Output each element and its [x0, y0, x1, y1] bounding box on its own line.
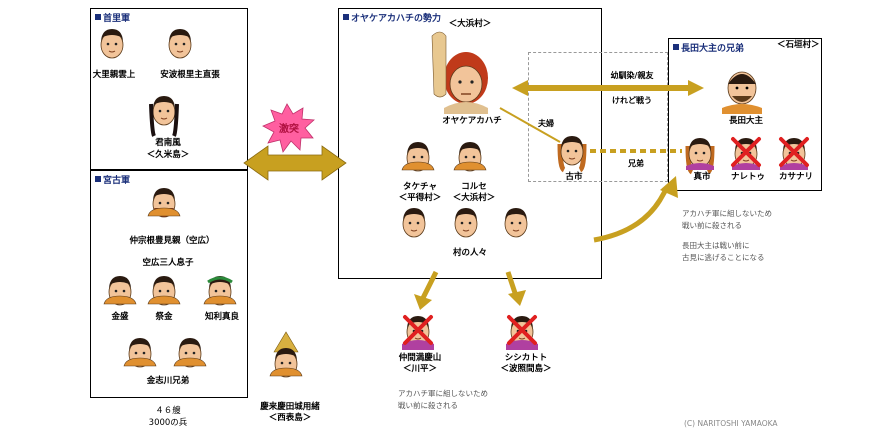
- miyako-son-2: 祭金: [155, 312, 173, 322]
- oyake-leader-label: オヤケアカハチ: [442, 116, 502, 126]
- nakama-name: 仲間満慶山: [398, 353, 442, 363]
- couple-label: 夫婦: [538, 119, 554, 128]
- nagata-origin-label: ＜石垣村＞: [777, 40, 820, 50]
- nagata-sibling-3: カサナリ: [778, 172, 814, 182]
- nagata-note-line-2: 戦い前に殺される: [682, 221, 742, 230]
- clash-label: 激突: [279, 124, 299, 135]
- nagata-note-line-3: 長田大主は戦い前に: [682, 241, 750, 250]
- shishikato-origin: ＜波照間島＞: [500, 364, 552, 374]
- copyright-credit: (C) NARITOSHI YAMAOKA: [684, 419, 778, 428]
- korse-label: コルセ: [461, 182, 487, 192]
- note-curve-arrow: [593, 184, 671, 243]
- shishikato-name: シシカトト: [504, 353, 548, 363]
- nagata-note: アカハチ軍に組しないため 戦い前に殺される 長田大主は戦い前に 古見に逃げること…: [682, 208, 772, 264]
- korse-origin: ＜大浜村＞: [452, 193, 496, 203]
- relation-line-1: 幼馴染/親友: [610, 71, 654, 80]
- villagers-label: 村の人々: [452, 248, 488, 258]
- shuri-army-title: 首里軍: [95, 11, 130, 24]
- shuri-person-2: 安波根里主直張: [160, 70, 220, 80]
- nagata-leader-label: 長田大主: [728, 116, 764, 126]
- nagata-note-line-1: アカハチ軍に組しないため: [682, 209, 772, 218]
- brothers-label: 兄弟: [628, 159, 644, 168]
- miyako-leader-label: 仲宗根豊見親（空広）: [129, 236, 215, 246]
- miyako-son-3: 知利真良: [204, 312, 240, 322]
- kiraikira-name: 慶来慶田城用緒: [260, 402, 320, 412]
- oyake-faction-title: オヤケアカハチの勢力: [343, 11, 441, 24]
- kiraikira-origin: ＜西表島＞: [268, 413, 312, 423]
- miyako-sons-heading: 空広三人息子: [142, 258, 194, 268]
- down-arrow-right: [505, 271, 519, 297]
- nagata-sibling-1: 真市: [693, 172, 711, 182]
- koichi-label: 古市: [565, 172, 583, 182]
- oyake-origin: ＜大浜村＞: [448, 19, 492, 29]
- bottom-note-line-2: 戦い前に殺される: [398, 401, 458, 410]
- bottom-note-line-1: アカハチ軍に組しないため: [398, 389, 488, 398]
- miyako-son-1: 金盛: [111, 312, 129, 322]
- nakama-origin: ＜川平＞: [402, 364, 438, 374]
- shuri-person-3-origin: ＜久米島＞: [146, 150, 190, 160]
- nagata-brothers-title: 長田大主の兄弟: [673, 41, 744, 54]
- club: [431, 31, 447, 98]
- takecha-label: タケチャ: [403, 182, 437, 192]
- miyako-soldiers: 3000の兵: [148, 418, 188, 428]
- dashed-region: [528, 52, 668, 182]
- couple-line: [499, 107, 561, 143]
- shuri-person-1: 大里親雲上: [92, 70, 136, 80]
- shuri-person-3: 君南風: [155, 138, 181, 148]
- friend-double-arrow: [512, 80, 704, 96]
- relation-line-2: けれど戦う: [612, 96, 652, 105]
- miyako-army-title: 宮古軍: [95, 173, 130, 186]
- nagata-note-line-4: 古見に逃げることになる: [682, 253, 765, 262]
- miyako-ships: ４６艘: [155, 406, 181, 416]
- clash-burst: [262, 103, 315, 153]
- down-arrow-left: [419, 270, 439, 302]
- kinshigawa-label: 金志川兄弟: [146, 376, 190, 386]
- bottom-note: アカハチ軍に組しないため 戦い前に殺される: [398, 388, 488, 412]
- takecha-origin: ＜平得村＞: [398, 193, 442, 203]
- nagata-sibling-2: ナレトゥ: [730, 172, 766, 182]
- clash-double-arrow: [243, 145, 347, 181]
